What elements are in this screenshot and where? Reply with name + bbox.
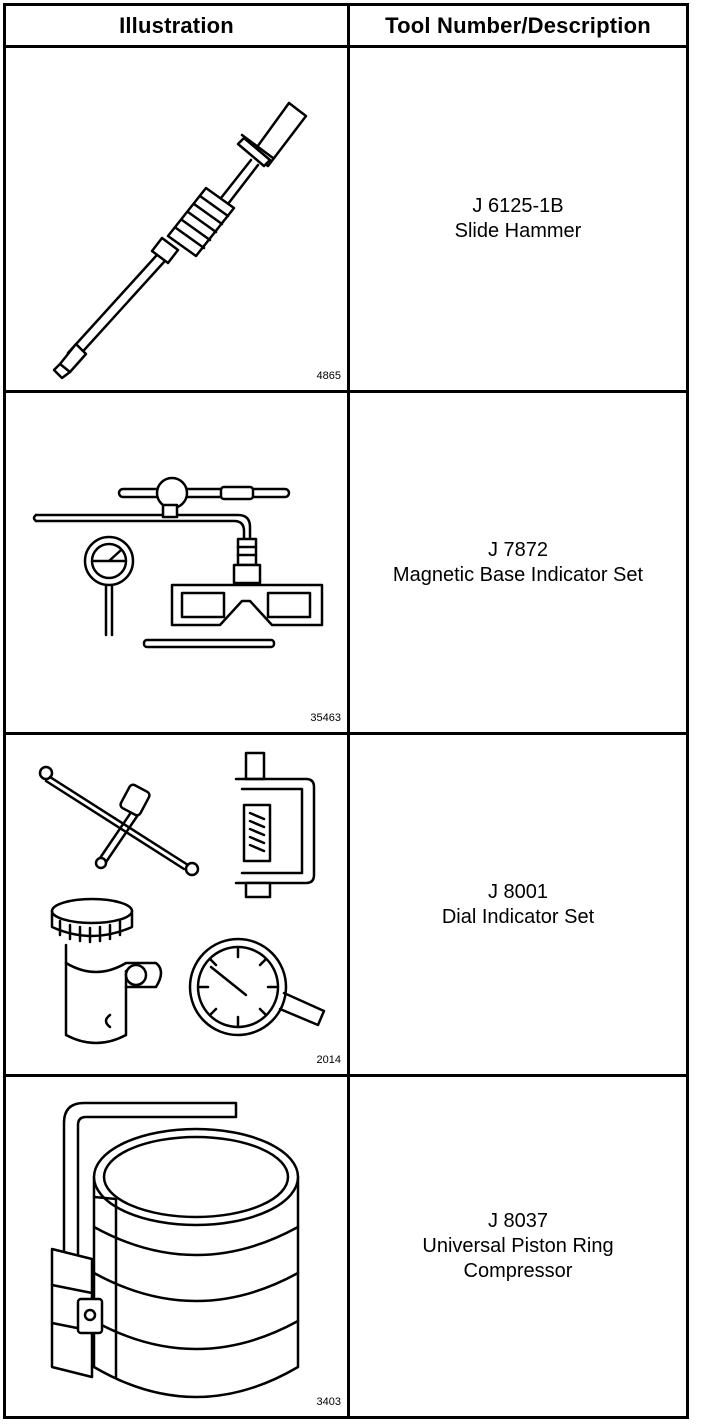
header-tool-description: Tool Number/Description: [385, 13, 651, 38]
tool-number: J 8001: [487, 880, 549, 903]
tool-name-line-2: Compressor: [463, 1260, 573, 1282]
tool-name: Magnetic Base Indicator Set: [392, 563, 644, 586]
column-divider: [347, 6, 350, 1416]
slide-hammer-illustration: 4865: [6, 48, 347, 390]
table-row: 4865 J 6125-1B Slide Hammer: [6, 48, 686, 393]
magnetic-base-indicator-illustration: 35463: [6, 393, 347, 732]
table-row: 2014 J 8001 Dial Indicator Set: [6, 735, 686, 1077]
tool-name: Dial Indicator Set: [441, 905, 595, 928]
piston-ring-compressor-illustration: 3403: [6, 1077, 347, 1416]
figure-number: 3403: [316, 1396, 341, 1408]
tool-description: J 8001 Dial Indicator Set: [350, 735, 686, 1074]
figure-number: 35463: [310, 712, 341, 724]
table-row: 3403 J 8037 Universal Piston Ring Compre…: [6, 1077, 686, 1416]
tool-number: J 6125-1B: [472, 195, 564, 217]
tool-description: J 6125-1B Slide Hammer: [350, 48, 686, 390]
header-illustration: Illustration: [119, 13, 234, 38]
tool-number: J 7872: [487, 538, 549, 561]
tool-table: Illustration Tool Number/Description: [3, 3, 689, 1419]
tool-number: J 8037: [487, 1210, 549, 1232]
figure-number: 4865: [316, 370, 341, 382]
tool-description: J 7872 Magnetic Base Indicator Set: [350, 393, 686, 732]
table-row: 35463 J 7872 Magnetic Base Indicator Set: [6, 393, 686, 735]
dial-indicator-set-illustration: 2014: [6, 735, 347, 1074]
tool-name-line-1: Universal Piston Ring: [422, 1235, 614, 1257]
figure-number: 2014: [316, 1054, 341, 1066]
table-header: Illustration Tool Number/Description: [6, 6, 686, 48]
tool-name: Slide Hammer: [454, 220, 582, 242]
tool-description: J 8037 Universal Piston Ring Compressor: [350, 1077, 686, 1416]
